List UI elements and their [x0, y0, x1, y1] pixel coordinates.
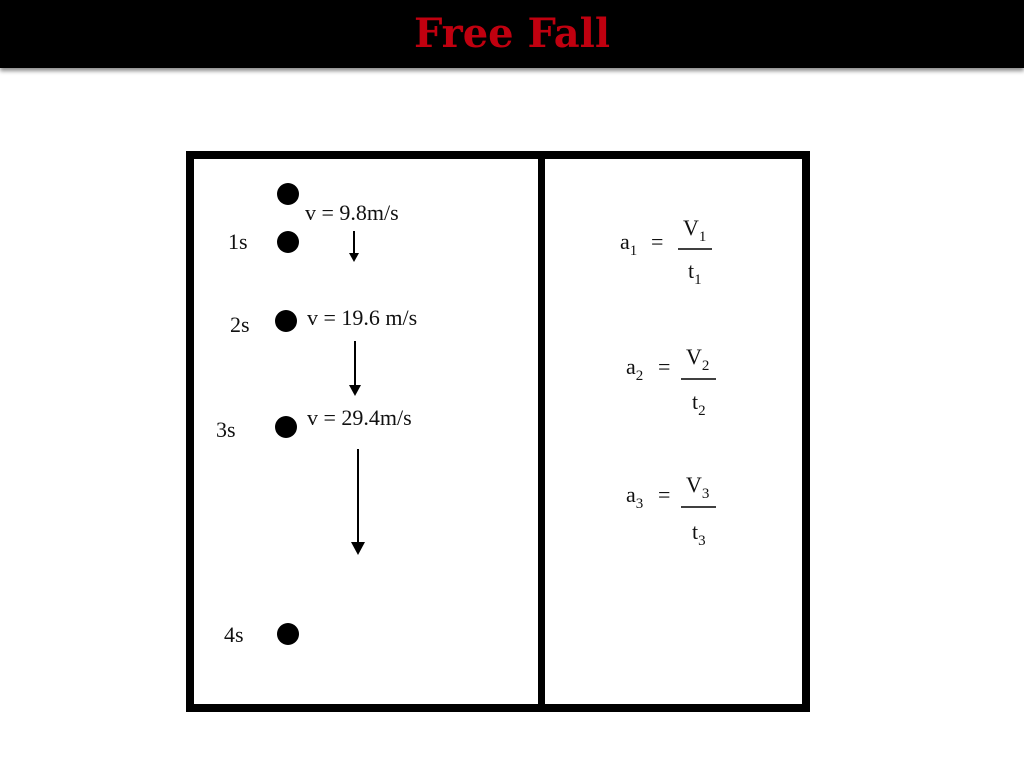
- eq2-lhs-sub: 2: [636, 368, 644, 384]
- panel-divider: [538, 155, 545, 708]
- eq2-lhs: a: [626, 354, 636, 379]
- acceleration-equation-3: a3 = V3 t3: [626, 472, 716, 549]
- time-label-3s: 3s: [216, 417, 236, 442]
- right-panel: a1 = V1 t1 a2 = V2 t2: [620, 215, 716, 549]
- svg-text:t3: t3: [692, 519, 706, 549]
- velocity-arrow-1: [349, 231, 359, 262]
- slide-title: Free Fall: [413, 10, 611, 57]
- eq3-denominator: t: [692, 519, 698, 544]
- svg-text:a1: a1: [620, 229, 637, 259]
- eq3-numerator: V: [686, 472, 702, 497]
- eq1-lhs-sub: 1: [630, 243, 638, 259]
- left-panel: v = 9.8m/s 1s 2s v = 19.6 m/s 3s v = 29.…: [216, 183, 417, 647]
- start-velocity-label: v = 9.8m/s: [305, 200, 399, 225]
- time-label-2s: 2s: [230, 312, 250, 337]
- svg-text:V1: V1: [683, 215, 706, 245]
- acceleration-equation-2: a2 = V2 t2: [626, 344, 716, 419]
- time-label-1s: 1s: [228, 229, 248, 254]
- velocity-arrow-3: [351, 449, 365, 555]
- eq3-lhs: a: [626, 482, 636, 507]
- eq3-denominator-sub: 3: [698, 533, 706, 549]
- velocity-arrow-2: [349, 341, 361, 396]
- ball-4s: [277, 623, 299, 645]
- title-bar: Free Fall: [0, 0, 1024, 68]
- eq2-numerator-sub: 2: [702, 358, 710, 374]
- svg-text:V3: V3: [686, 472, 709, 502]
- svg-text:a3: a3: [626, 482, 643, 512]
- eq1-denominator: t: [688, 258, 694, 283]
- acceleration-equation-1: a1 = V1 t1: [620, 215, 712, 288]
- ball-3s: [275, 416, 297, 438]
- ball-2s: [275, 310, 297, 332]
- eq1-denominator-sub: 1: [694, 272, 702, 288]
- free-fall-diagram: v = 9.8m/s 1s 2s v = 19.6 m/s 3s v = 29.…: [186, 151, 810, 712]
- velocity-label-3s: v = 29.4m/s: [307, 405, 412, 430]
- eq1-lhs: a: [620, 229, 630, 254]
- start-ball: [277, 183, 299, 205]
- eq1-numerator-sub: 1: [699, 229, 707, 245]
- eq1-numerator: V: [683, 215, 699, 240]
- eq1-equals: =: [651, 229, 663, 254]
- eq3-equals: =: [658, 482, 670, 507]
- svg-text:t2: t2: [692, 389, 706, 419]
- eq2-denominator-sub: 2: [698, 403, 706, 419]
- eq3-lhs-sub: 3: [636, 496, 644, 512]
- svg-text:a2: a2: [626, 354, 643, 384]
- eq2-equals: =: [658, 354, 670, 379]
- eq2-numerator: V: [686, 344, 702, 369]
- ball-1s: [277, 231, 299, 253]
- svg-text:V2: V2: [686, 344, 709, 374]
- svg-text:t1: t1: [688, 258, 702, 288]
- eq2-denominator: t: [692, 389, 698, 414]
- eq3-numerator-sub: 3: [702, 486, 710, 502]
- time-label-4s: 4s: [224, 622, 244, 647]
- velocity-label-2s: v = 19.6 m/s: [307, 305, 417, 330]
